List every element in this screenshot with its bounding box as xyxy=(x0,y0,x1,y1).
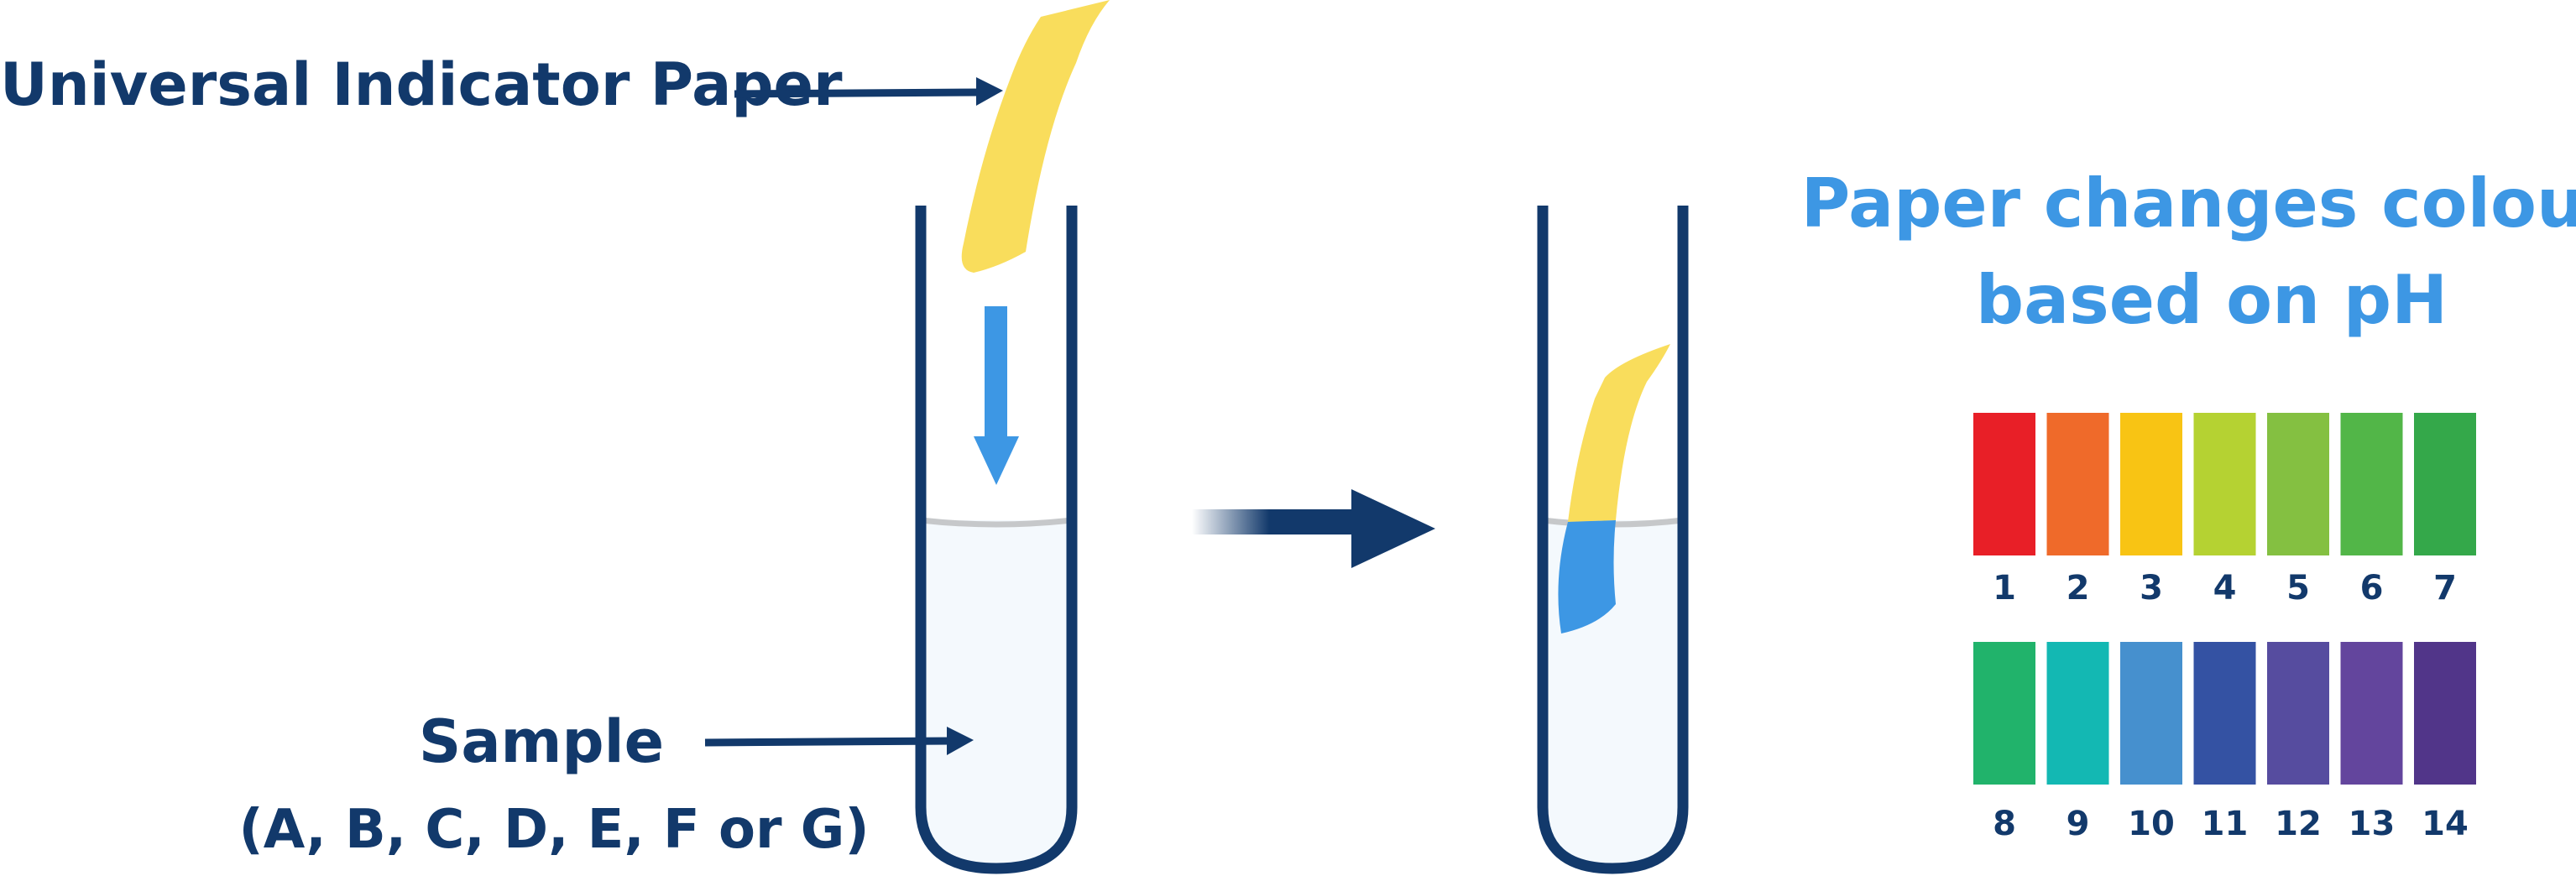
ph-swatch-9 xyxy=(2046,642,2109,785)
ph-swatch-7 xyxy=(2414,413,2476,555)
ph-swatch-10 xyxy=(2120,642,2182,785)
ph-swatch-2 xyxy=(2046,413,2109,555)
ph-label-4: 4 xyxy=(2213,569,2237,607)
dipped-indicator-paper xyxy=(1558,344,1670,634)
ph-label-6: 6 xyxy=(2360,569,2384,607)
ph-swatch-12 xyxy=(2267,642,2329,785)
ph-swatch-13 xyxy=(2340,642,2403,785)
ph-label-1: 1 xyxy=(1993,569,2016,607)
ph-label-5: 5 xyxy=(2286,569,2310,607)
sample-options-label: (A, B, C, D, E, F or G) xyxy=(238,799,869,861)
ph-swatch-3 xyxy=(2120,413,2182,555)
paper-pointer-arrow xyxy=(734,77,1003,106)
ph-label-10: 10 xyxy=(2128,805,2175,843)
ph-swatch-8 xyxy=(1973,642,2035,785)
ph-swatch-1 xyxy=(1973,413,2035,555)
ph-label-7: 7 xyxy=(2433,569,2457,607)
test-tube-left xyxy=(915,206,1078,874)
heading-line-1: Paper changes colour xyxy=(1801,164,2576,242)
ph-swatch-11 xyxy=(2193,642,2256,785)
heading-line-2: based on pH xyxy=(1976,261,2448,339)
ph-swatch-5 xyxy=(2267,413,2329,555)
test-tube-right-outline xyxy=(1537,206,1689,874)
dip-down-arrow xyxy=(974,306,1019,485)
ph-label-3: 3 xyxy=(2140,569,2163,607)
ph-swatch-4 xyxy=(2193,413,2256,555)
paper-label: Universal Indicator Paper xyxy=(0,50,843,119)
ph-label-12: 12 xyxy=(2275,805,2322,843)
process-arrow xyxy=(1192,489,1435,568)
ph-swatch-6 xyxy=(2340,413,2403,555)
ph-label-8: 8 xyxy=(1993,805,2016,843)
ph-label-13: 13 xyxy=(2349,805,2396,843)
sample-pointer-arrow xyxy=(704,727,974,755)
ph-label-11: 11 xyxy=(2202,805,2249,843)
indicator-paper-strip xyxy=(961,0,1110,273)
ph-swatch-14 xyxy=(2414,642,2476,785)
ph-label-9: 9 xyxy=(2067,805,2090,843)
sample-label: Sample xyxy=(419,707,664,776)
ph-label-14: 14 xyxy=(2422,805,2469,843)
ph-label-2: 2 xyxy=(2067,569,2090,607)
